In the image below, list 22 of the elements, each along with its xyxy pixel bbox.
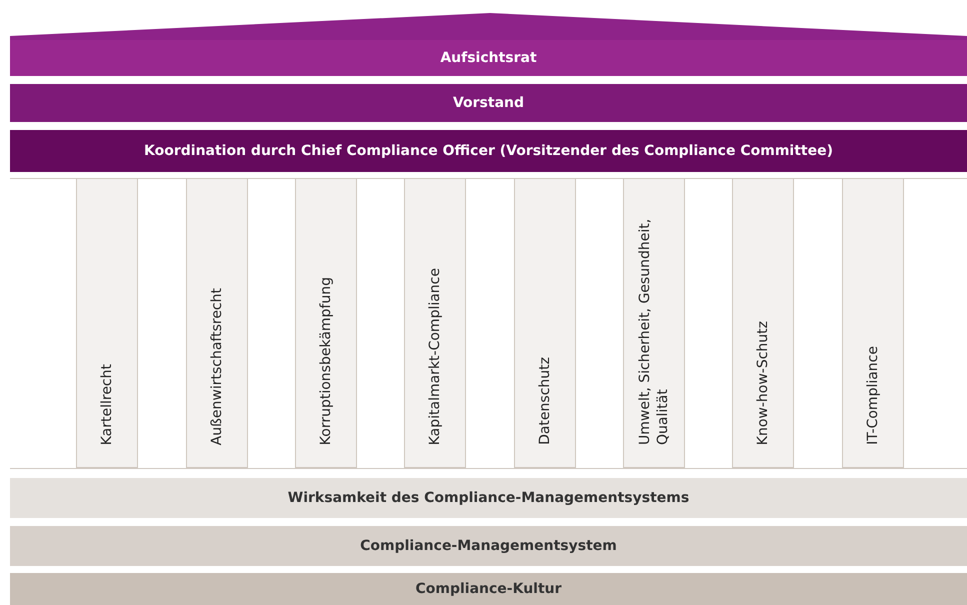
pillar-label: Kapitalmarkt-Compliance [426,268,444,445]
foundation-band: Compliance-Managementsystem [10,526,967,566]
pillar-label: Umwelt, Sicherheit, Gesundheit, Qualität [636,218,672,445]
pillar-label: Korruptionsbekämpfung [317,276,335,445]
pillar [404,178,466,468]
pillar [732,178,794,468]
pillar-label: Außenwirtschaftsrecht [208,288,226,445]
pillar [842,178,904,468]
board-band: Aufsichtsrat [10,40,967,76]
board-band: Vorstand [10,84,967,122]
foundation-band: Compliance-Kultur [10,573,967,605]
coordination-band: Koordination durch Chief Compliance Officer (Vorsitzender des Compliance Committee) [10,130,967,172]
pillar [76,178,138,468]
pillar [623,178,685,468]
pillar-label: Kartellrecht [98,364,116,445]
pillar [186,178,248,468]
pillar [295,178,357,468]
pillar-label: IT-Compliance [864,346,882,445]
pillar-label: Datenschutz [536,357,554,445]
foundation-band: Wirksamkeit des Compliance-Managementsystems [10,478,967,518]
pillar [514,178,576,468]
pillar-label: Know-how-Schutz [754,320,772,445]
